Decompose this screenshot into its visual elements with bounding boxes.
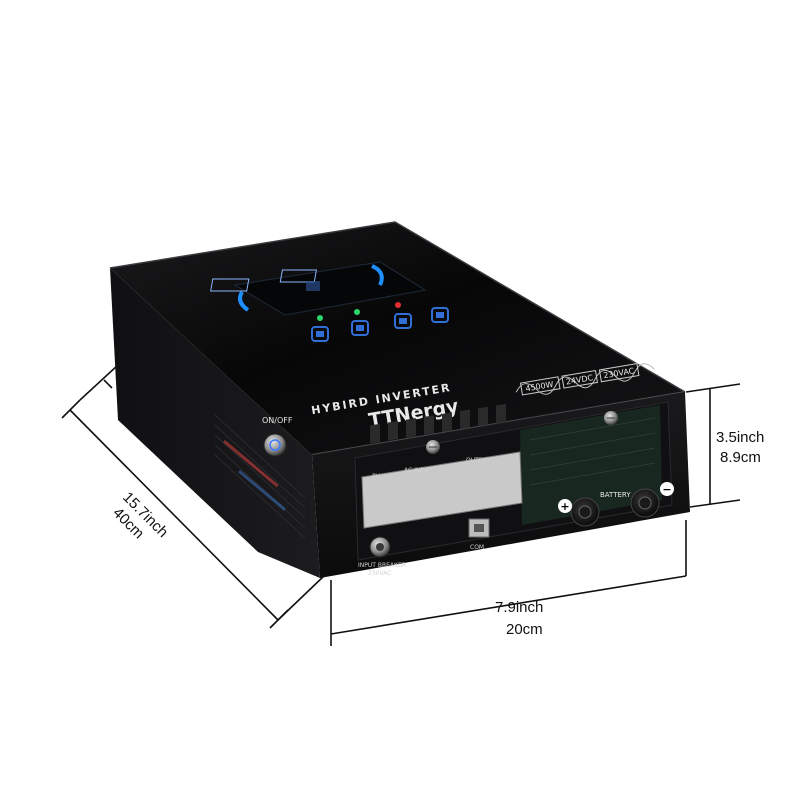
touch-button-1[interactable] [311, 326, 329, 342]
battery-minus-icon: − [660, 482, 674, 496]
terminal-7[interactable] [478, 406, 488, 427]
breaker-label-2: 230VAC [368, 570, 391, 577]
terminal-label-ac-input: AC INPUT [404, 467, 432, 474]
touch-button-4[interactable] [431, 307, 449, 323]
power-icon [269, 439, 281, 451]
terminal-3[interactable] [406, 418, 416, 438]
terminal-label-pv: PV [372, 473, 381, 480]
touch-icon-3 [399, 318, 407, 324]
battery-plus-icon: + [558, 499, 572, 513]
power-switch[interactable] [263, 433, 287, 457]
input-breaker[interactable] [369, 536, 391, 558]
top-face [110, 222, 685, 455]
front-screw-right [604, 411, 618, 425]
touch-buttons [317, 302, 401, 321]
height-cm: 8.9cm [720, 449, 761, 466]
front-screw-left [426, 440, 440, 454]
lcd-arc-right [371, 264, 384, 286]
lcd-display [210, 261, 427, 316]
terminal-label-output: OUTPUT [466, 457, 491, 464]
led-green-1 [317, 315, 323, 321]
left-side-face [110, 268, 320, 578]
touch-icon-4 [436, 312, 444, 318]
led-red [395, 302, 401, 308]
side-led-strip [223, 440, 286, 511]
battery-label: BATTERY [600, 491, 631, 499]
led-green-2 [354, 309, 360, 315]
width-inch: 7.9inch [495, 599, 543, 616]
lcd-arc-left [238, 290, 250, 312]
terminal-block: PV AC INPUT OUTPUT [361, 403, 523, 529]
terminal-8[interactable] [496, 403, 506, 424]
svg-text:−: − [662, 483, 671, 496]
terminal-5[interactable] [442, 412, 452, 432]
battery-positive-terminal[interactable] [570, 497, 600, 527]
circuit-board [520, 405, 662, 525]
breaker-label-1: INPUT BREAKER [358, 562, 406, 569]
touch-icon-1 [316, 331, 324, 337]
height-inch: 3.5inch [716, 429, 764, 446]
waveform-graphic [515, 363, 655, 395]
terminal-1[interactable] [370, 423, 380, 444]
side-vents [214, 414, 306, 539]
battery-negative-terminal[interactable] [630, 488, 660, 518]
on-off-label: ON/OFF [262, 416, 293, 425]
width-cm: 20cm [506, 621, 543, 638]
touch-button-2[interactable] [351, 320, 369, 336]
com-label: COM [470, 544, 484, 551]
terminal-2[interactable] [388, 420, 398, 441]
svg-text:+: + [560, 500, 569, 513]
height-dimension: 3.5inch 8.9cm [685, 383, 764, 508]
com-port[interactable] [468, 518, 490, 538]
touch-button-3[interactable] [394, 313, 412, 329]
touch-icon-2 [356, 325, 364, 331]
width-dimension: 7.9inch 20cm [330, 520, 687, 646]
terminal-4[interactable] [424, 415, 434, 435]
terminal-6[interactable] [460, 409, 470, 430]
